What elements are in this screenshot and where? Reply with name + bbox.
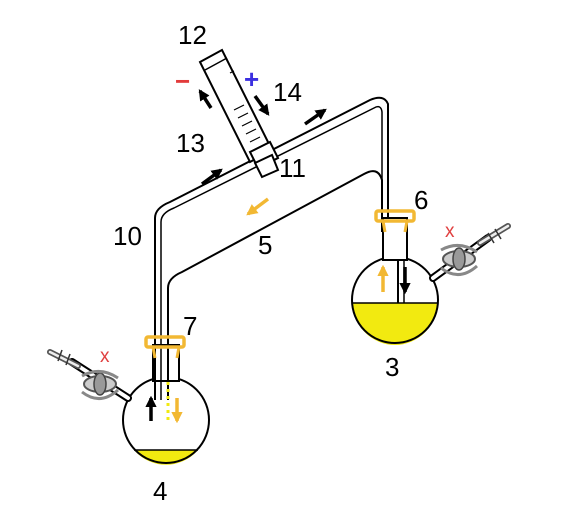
left-stopcock-icon: [81, 370, 119, 400]
x-mark-left: x: [100, 346, 110, 367]
label-3: 3: [385, 352, 399, 382]
left-stopper: [144, 335, 186, 359]
label-6: 6: [414, 185, 428, 215]
left-flask: [47, 344, 210, 465]
arrow-plus-down: [253, 94, 270, 116]
label-4: 4: [153, 476, 167, 506]
return-tube: [167, 170, 383, 382]
label-13: 13: [176, 128, 205, 158]
label-14: 14: [273, 77, 302, 107]
right-flask: [351, 217, 511, 345]
syringe: [198, 48, 280, 179]
arrow-5-return: [246, 197, 270, 216]
label-10: 10: [113, 221, 142, 251]
left-flask-liquid: [134, 450, 198, 465]
x-mark-right: x: [445, 221, 455, 242]
arrow-minus-up: [198, 89, 213, 109]
right-stopcock-icon: [440, 244, 478, 276]
arrow-13: [200, 168, 223, 186]
label-7: 7: [183, 311, 197, 341]
right-stopper: [374, 209, 416, 233]
plus-sign: +: [244, 64, 259, 94]
minus-sign: −: [175, 66, 190, 96]
label-5: 5: [258, 230, 272, 260]
label-11: 11: [279, 153, 306, 183]
arrow-top-right: [303, 108, 327, 126]
right-flask-liquid: [353, 303, 437, 345]
label-12: 12: [178, 20, 207, 50]
